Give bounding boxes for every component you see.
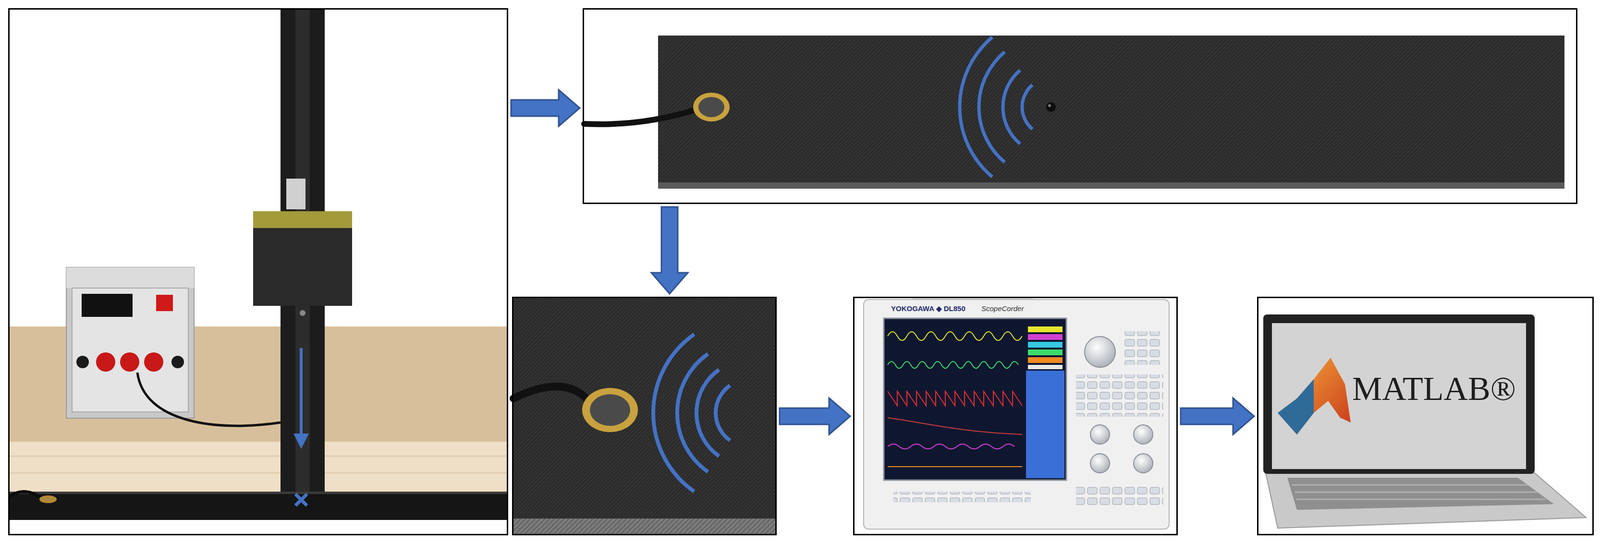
- composite-plate: [513, 298, 776, 519]
- matlab-logo-shade: [1277, 379, 1314, 435]
- table-front: [9, 441, 507, 492]
- scope-knob: [1084, 336, 1116, 368]
- laptop-lid: [1263, 314, 1535, 475]
- channel-tag: [1027, 326, 1063, 333]
- channel-tag: [1027, 357, 1063, 364]
- drop-weight: [253, 211, 353, 306]
- drop-weight-top: [253, 211, 353, 229]
- panel: [8, 8, 509, 536]
- impactor-tip: [299, 310, 306, 317]
- waveform: [887, 444, 1015, 450]
- button-grid: [1075, 374, 1164, 417]
- plate-edge: [658, 182, 1565, 189]
- power-supply-front: [72, 288, 189, 413]
- plate-wave-view: [584, 35, 1565, 189]
- sensor-cable: [513, 386, 590, 403]
- keyboard: [1287, 477, 1554, 511]
- scope-knob: [1133, 453, 1153, 474]
- sensor-cable: [584, 109, 697, 125]
- sensor-cable: [9, 491, 43, 499]
- software-logo-text: MATLAB®: [1352, 370, 1516, 408]
- drop-direction-head: [293, 433, 309, 450]
- matlab-logo: [1277, 357, 1351, 435]
- button-row: [893, 491, 1031, 503]
- channel-tag: [1027, 341, 1063, 348]
- laptop: [1263, 314, 1587, 529]
- button-grid: [1123, 331, 1162, 366]
- brand-text: YOKOGAWA ◆ DL850: [891, 305, 966, 314]
- composite-plate: [658, 35, 1565, 189]
- impact-point: [1046, 102, 1056, 112]
- waveform: [887, 331, 1023, 341]
- power-supply-display: [81, 293, 133, 318]
- latch: [286, 178, 306, 210]
- specimen-beam: [9, 491, 507, 521]
- knob: [120, 352, 140, 372]
- power-switch: [156, 294, 173, 312]
- scope-screen: [883, 318, 1067, 481]
- channel-tag: [1027, 334, 1063, 341]
- impact-mark: [295, 494, 307, 506]
- drop-test-scene: [9, 9, 507, 521]
- screen-side-area: [1025, 370, 1065, 479]
- stress-wave: [653, 334, 731, 492]
- piezo-sensor: [693, 92, 730, 122]
- piezo-disc: [698, 97, 725, 118]
- piezo-sensor: [39, 495, 57, 504]
- panel: [582, 8, 1578, 205]
- power-supply-top: [66, 267, 195, 289]
- scope-knob: [1090, 453, 1110, 474]
- panel: MATLAB®: [1257, 296, 1594, 536]
- scope-knob: [1090, 425, 1110, 445]
- drop-direction-arrow: [299, 348, 303, 435]
- sensor-closeup: [513, 298, 776, 535]
- flow-arrow: [779, 398, 851, 435]
- knob: [96, 352, 116, 372]
- flow-arrow: [1180, 398, 1255, 435]
- power-supply: [66, 267, 195, 419]
- waveform: [887, 361, 1019, 369]
- flow-arrow: [511, 89, 580, 127]
- oscilloscope: [863, 298, 1170, 530]
- jack: [76, 355, 89, 369]
- laptop-base: [1265, 473, 1587, 529]
- waveform: [887, 391, 1023, 406]
- flow-arrow: [651, 207, 688, 294]
- scope-knob: [1133, 425, 1153, 445]
- scope-body: [863, 299, 1170, 530]
- plate-edge: [513, 518, 776, 535]
- impact-highlight: [1048, 104, 1051, 108]
- key-rows: [1292, 485, 1546, 500]
- beam-edge: [9, 491, 507, 495]
- brand-text: ScopeCorder: [981, 305, 1024, 314]
- channel-tag: [1027, 365, 1063, 370]
- stress-wave: [959, 37, 1033, 178]
- laptop-screen: [1271, 323, 1527, 470]
- waveform: [887, 466, 1023, 468]
- waveform: [887, 417, 1023, 435]
- wood-grain: [9, 456, 507, 474]
- panel: [512, 296, 777, 536]
- piezo-disc: [589, 394, 631, 427]
- panel: YOKOGAWA ◆ DL850 ScopeCorder: [853, 296, 1178, 536]
- power-cable: [137, 372, 281, 427]
- piezo-sensor: [582, 388, 638, 433]
- jack: [171, 355, 184, 369]
- knob: [144, 352, 164, 372]
- button-grid: [1075, 485, 1164, 507]
- channel-tag: [1027, 349, 1063, 356]
